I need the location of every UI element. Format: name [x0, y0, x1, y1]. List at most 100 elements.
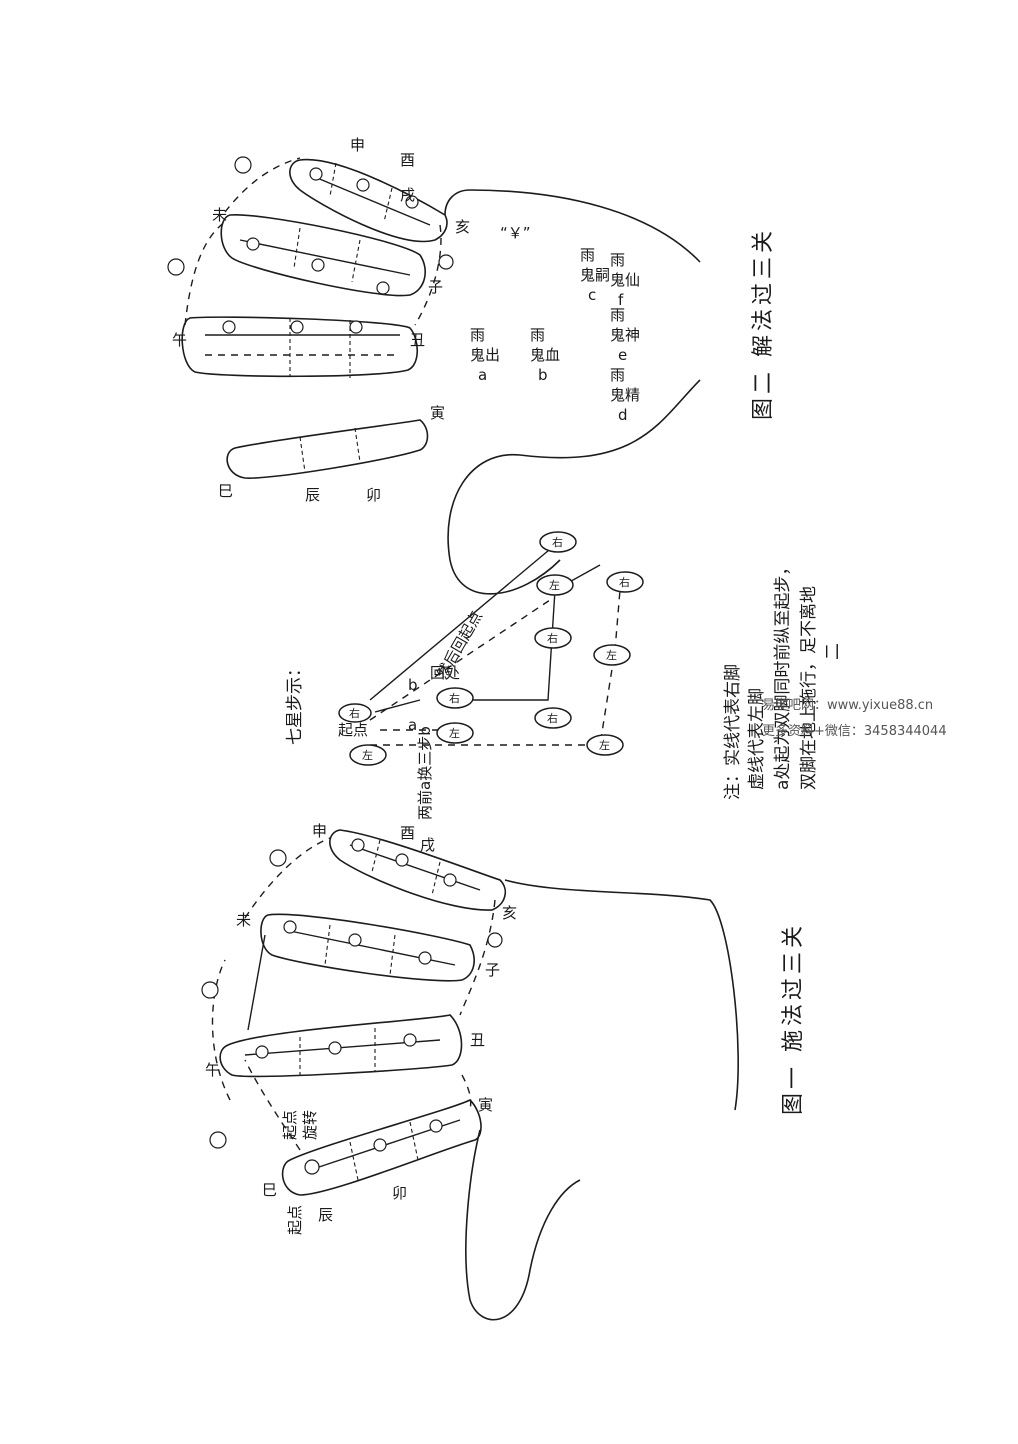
footprint-right-start: [338, 703, 372, 723]
figure1-start-label: 起点: [281, 1110, 299, 1140]
figure2-step-marker: [376, 281, 390, 295]
figure2-step-marker: [290, 320, 304, 334]
watermark: 易学吧网：www.yixue88.cn 更多资料+微信：3458344044: [762, 693, 947, 745]
figure2-path-solid: [309, 174, 431, 226]
figure1-finger-1: [329, 829, 507, 911]
figure2-branch-si: 巳: [218, 482, 233, 500]
figure2-step-marker: [234, 156, 252, 174]
footprint-left-start-label: 左: [362, 749, 373, 762]
figure2-step-marker: [438, 254, 454, 270]
figure1-start-label-2: 起点: [286, 1205, 304, 1235]
figure2-caption: 图二 解法过三关: [751, 227, 776, 420]
ghost-d-bottom: 鬼精: [610, 386, 640, 404]
ghost-b-bottom: 鬼血: [530, 346, 560, 364]
ghost-c-bottom: 鬼嗣: [580, 266, 610, 284]
footprint-left-start: [349, 744, 387, 766]
figure2-branch-you: 酉: [400, 151, 415, 169]
seven-star-side-note: 两前a换三步b: [416, 726, 434, 820]
seven-star-title: 七星步示：: [285, 660, 305, 745]
figure1-step-marker: [209, 1131, 227, 1149]
figure1-rotate-label: 旋转: [301, 1110, 319, 1140]
figure1-joint: [389, 934, 396, 976]
ghost-d-letter: d: [618, 406, 628, 424]
footprint-left-3-label: 左: [599, 739, 610, 752]
seven-star-path-solid: [460, 564, 601, 701]
note-line1: 注：实线代表右脚: [723, 664, 743, 800]
footprint-left-5-label: 左: [549, 579, 560, 592]
figure2-joint: [299, 436, 306, 473]
figure2-mark: “￥”: [500, 224, 531, 242]
footprint-left-2: [436, 722, 474, 744]
footprint-right-2: [436, 687, 474, 709]
figure1-path-dashed: [244, 837, 331, 919]
figure2-joint: [354, 427, 361, 463]
footprint-right-5-label: 右: [619, 575, 630, 589]
figure1-branch-wei: 未: [236, 911, 251, 929]
ghost-a-letter: a: [478, 366, 487, 384]
note-line2: 虚线代表左脚: [747, 688, 767, 790]
figure1-joint: [431, 861, 441, 896]
figure1-finger-4: [281, 1099, 482, 1196]
note-line4: 双脚在地上拖行，足不离地: [799, 586, 819, 790]
seven-star-diagram: 七星步示： 右 左 右 左 右 左 右 左 左 右 右 然后回起点 起点 回处: [285, 531, 644, 820]
footprint-right-6: [539, 531, 577, 553]
figure1-path-dashed: [459, 899, 496, 1016]
figure2-finger-3: [181, 316, 419, 378]
figure1-step-marker: [304, 1159, 320, 1175]
footprint-right-5: [606, 571, 644, 593]
figure1-joint: [324, 924, 331, 966]
figure1-step-marker: [201, 981, 219, 999]
figure1-path-dashed: [244, 1059, 301, 1151]
ghost-e-top: 雨: [610, 306, 625, 324]
figure1-branch-zi: 子: [485, 961, 500, 979]
figure1-step-marker: [429, 1119, 443, 1133]
figure2-branch-wu: 午: [172, 331, 187, 349]
figure2-branch-xu: 戌: [400, 186, 415, 204]
figure2-branch-chou: 丑: [410, 331, 425, 349]
seven-star-letter-a: a: [408, 716, 417, 734]
figure2-joint: [329, 162, 337, 197]
figure1-branch-shen: 申: [312, 822, 327, 840]
figure1-step-marker: [328, 1041, 342, 1055]
figure2-branch-wei: 未: [212, 206, 227, 224]
footprint-right-3-label: 右: [547, 711, 558, 725]
figure1-branch-chen: 辰: [318, 1206, 333, 1224]
figure2-step-marker: [311, 258, 325, 272]
figure1-step-marker: [283, 920, 297, 934]
figure1-caption: 图一 施法过三关: [781, 922, 806, 1115]
figure1-branch-you: 酉: [400, 824, 415, 842]
figure1-step-marker: [395, 853, 409, 867]
figure2-step-marker: [309, 167, 323, 181]
figure1-path-dashed: [211, 959, 231, 1101]
note-line5: 二: [823, 643, 843, 660]
figure2-branch-shen: 申: [350, 136, 365, 154]
figure1-hand: 巳 午 未 申 酉 戌 亥 子 丑 寅 卯 辰 起点 旋转 起点 图一 施法过三…: [201, 822, 806, 1321]
figure2-path-dashed: [184, 221, 226, 326]
figure1-branch-si: 巳: [262, 1181, 277, 1199]
figure1-branch-hai: 亥: [502, 904, 517, 922]
footprint-right-start-label: 右: [349, 706, 360, 720]
ghost-f-bottom: 鬼仙: [610, 271, 640, 289]
figure1-step-marker: [487, 932, 503, 948]
figure2-step-marker: [349, 320, 363, 334]
seven-star-return-line-dashed: [369, 599, 551, 721]
footprint-left-4-label: 左: [606, 649, 617, 662]
figure1-palm-outline: [465, 879, 739, 1321]
seven-star-return-line: [369, 544, 556, 701]
figure1-path-solid: [349, 844, 481, 891]
figure2-step-marker: [405, 195, 419, 209]
footprint-right-2-label: 右: [449, 691, 460, 705]
ghost-e-letter: e: [618, 346, 627, 364]
footprint-left-3: [586, 734, 624, 756]
ghost-f-top: 雨: [610, 251, 625, 269]
ghost-f-letter: f: [618, 291, 624, 309]
ghost-d-top: 雨: [610, 366, 625, 384]
figure1-joint: [371, 839, 381, 873]
figure1-path-solid: [247, 934, 266, 1031]
figure2-step-marker: [356, 178, 370, 192]
figure2-branch-hai: 亥: [455, 218, 470, 236]
figure2-step-marker: [222, 320, 236, 334]
figure2-path-dashed: [414, 224, 442, 326]
